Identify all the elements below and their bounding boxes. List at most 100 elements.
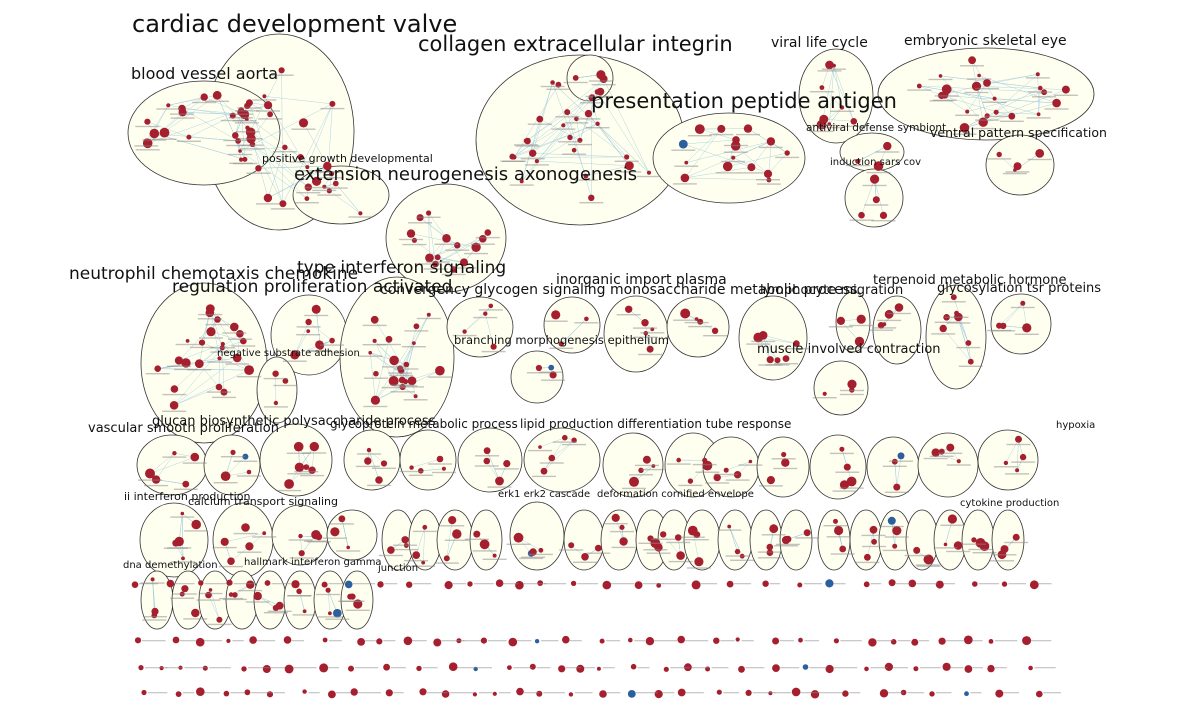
network-node[interactable]: [523, 138, 529, 144]
network-node[interactable]: [588, 194, 595, 201]
network-node[interactable]: [290, 350, 300, 360]
network-node[interactable]: [448, 516, 457, 525]
network-node[interactable]: [753, 332, 764, 343]
singleton-node[interactable]: [456, 638, 462, 644]
network-node[interactable]: [303, 464, 310, 470]
network-node[interactable]: [781, 536, 791, 545]
singleton-node[interactable]: [202, 665, 208, 671]
network-node[interactable]: [159, 127, 170, 138]
singleton-node[interactable]: [768, 691, 773, 696]
network-node[interactable]: [230, 449, 236, 455]
singleton-node[interactable]: [403, 636, 413, 646]
network-node[interactable]: [443, 555, 450, 562]
cluster-glycosylation[interactable]: [925, 284, 987, 390]
network-node[interactable]: [325, 587, 331, 593]
network-node[interactable]: [856, 314, 866, 324]
network-node[interactable]: [943, 542, 948, 547]
network-node[interactable]: [479, 235, 487, 243]
network-node[interactable]: [492, 553, 497, 558]
singleton-node[interactable]: [628, 637, 633, 643]
network-node[interactable]: [205, 304, 215, 313]
network-node[interactable]: [892, 543, 898, 549]
singleton-node[interactable]: [938, 637, 946, 645]
network-node[interactable]: [611, 513, 620, 523]
network-node[interactable]: [993, 109, 999, 115]
network-node[interactable]: [784, 150, 790, 156]
network-node[interactable]: [181, 556, 185, 561]
network-node[interactable]: [913, 546, 921, 554]
network-node[interactable]: [216, 616, 223, 623]
cluster-glucan-biosynthetic[interactable]: [203, 434, 261, 496]
singleton-node[interactable]: [172, 636, 180, 644]
network-node[interactable]: [946, 443, 955, 452]
network-node[interactable]: [674, 534, 682, 541]
network-node[interactable]: [694, 124, 705, 134]
network-node[interactable]: [743, 124, 753, 133]
network-node[interactable]: [452, 529, 462, 539]
singleton-node[interactable]: [1029, 580, 1039, 590]
cluster-row4-o[interactable]: [817, 509, 851, 571]
network-node[interactable]: [869, 525, 878, 534]
network-node[interactable]: [227, 557, 235, 565]
network-node[interactable]: [872, 196, 880, 204]
network-node[interactable]: [678, 139, 688, 149]
network-node[interactable]: [308, 466, 316, 474]
singleton-node[interactable]: [284, 664, 294, 674]
network-node[interactable]: [892, 526, 902, 536]
network-node[interactable]: [278, 67, 285, 74]
network-node[interactable]: [329, 337, 335, 344]
network-node[interactable]: [713, 473, 721, 482]
network-node[interactable]: [871, 538, 877, 545]
network-node[interactable]: [315, 533, 323, 541]
network-node[interactable]: [206, 327, 216, 337]
network-node[interactable]: [172, 451, 177, 456]
network-node[interactable]: [538, 445, 542, 449]
network-node[interactable]: [406, 229, 416, 238]
network-node[interactable]: [298, 533, 303, 539]
network-node[interactable]: [373, 370, 379, 377]
network-node[interactable]: [454, 242, 461, 249]
network-node[interactable]: [246, 469, 252, 475]
singleton-node[interactable]: [791, 687, 801, 697]
network-node[interactable]: [309, 441, 319, 452]
network-node[interactable]: [694, 557, 704, 567]
network-node[interactable]: [411, 237, 417, 243]
cluster-hypoxia[interactable]: [977, 429, 1039, 491]
network-node[interactable]: [642, 455, 651, 464]
network-node[interactable]: [983, 79, 991, 87]
singleton-node[interactable]: [602, 580, 612, 590]
network-node[interactable]: [572, 75, 579, 81]
singleton-node[interactable]: [833, 638, 840, 644]
network-node[interactable]: [1035, 72, 1040, 77]
network-node[interactable]: [1036, 112, 1041, 117]
network-node[interactable]: [548, 454, 556, 462]
network-node[interactable]: [1008, 112, 1016, 120]
network-node[interactable]: [198, 339, 206, 346]
network-node[interactable]: [312, 176, 322, 186]
network-node[interactable]: [870, 174, 880, 184]
network-node[interactable]: [1015, 468, 1020, 473]
network-node[interactable]: [245, 125, 250, 130]
singleton-node[interactable]: [663, 666, 669, 672]
network-node[interactable]: [338, 515, 346, 523]
network-node[interactable]: [332, 180, 339, 187]
network-node[interactable]: [581, 553, 589, 561]
cluster-muscle-lower[interactable]: [813, 360, 869, 416]
network-node[interactable]: [200, 93, 208, 101]
singleton-node[interactable]: [935, 580, 944, 589]
network-node[interactable]: [1052, 98, 1061, 108]
singleton-node[interactable]: [419, 688, 427, 696]
network-node[interactable]: [843, 463, 851, 471]
network-node[interactable]: [956, 459, 961, 464]
network-node[interactable]: [676, 551, 685, 560]
network-node[interactable]: [333, 608, 342, 618]
network-node[interactable]: [846, 476, 857, 487]
network-node[interactable]: [242, 156, 248, 162]
network-node[interactable]: [873, 161, 884, 171]
network-node[interactable]: [748, 459, 753, 464]
singleton-node[interactable]: [1028, 665, 1033, 671]
singleton-node[interactable]: [762, 580, 769, 587]
network-node[interactable]: [747, 163, 756, 172]
singleton-node[interactable]: [797, 582, 803, 588]
singleton-node[interactable]: [562, 635, 570, 644]
